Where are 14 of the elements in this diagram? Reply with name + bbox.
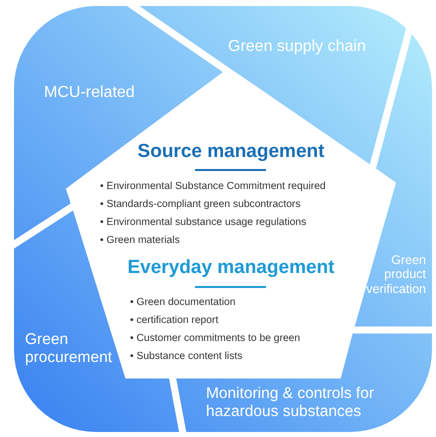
bullet-item: • Environmental substance usage regulations (100, 216, 308, 230)
bullet-item: • Environmental Substance Commitment required (100, 180, 326, 194)
bullet-item: • Green documentation (130, 296, 236, 310)
segment-label: Green supply chain (228, 38, 367, 56)
bullet-item: • Customer commitments to be green (130, 332, 300, 346)
segment-label: MCU-related (44, 84, 136, 102)
bullet-item: • Substance content lists (130, 350, 244, 364)
section-heading: Source management (136, 141, 326, 163)
bullet-item: • Green materials (100, 234, 181, 248)
segment-label: Monitoring & controls for hazardous substances (206, 385, 375, 421)
segment-label: Green product verification (365, 253, 426, 296)
bullet-item: • certification report (130, 314, 220, 328)
bullet-item: • Standards-compliant green subcontractors (100, 198, 302, 212)
segment-label: Green procurement (25, 331, 114, 367)
